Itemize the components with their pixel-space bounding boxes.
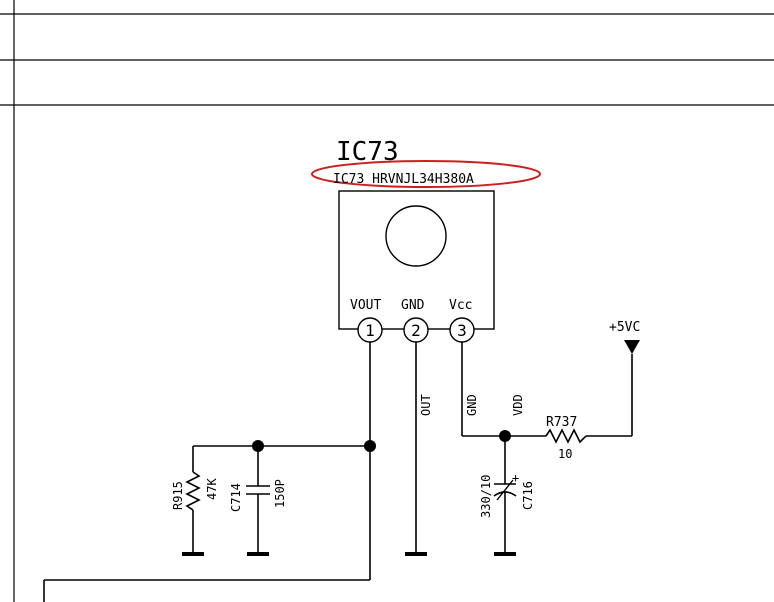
pin-number-1: 1 — [365, 321, 375, 340]
r737-value: 10 — [558, 447, 572, 461]
capacitor-c716[interactable] — [493, 436, 517, 556]
c716-value: 330/10 — [479, 475, 493, 518]
net-label-vdd: VDD — [511, 394, 525, 416]
c714-ref: C714 — [229, 483, 243, 512]
pin-number-3: 3 — [457, 321, 467, 340]
c716-ref: C716 — [521, 481, 535, 510]
pin-name-gnd: GND — [401, 298, 425, 313]
pin-3[interactable]: 3 — [449, 317, 475, 343]
pin-2[interactable]: 2 — [403, 317, 429, 343]
r737-ref: R737 — [546, 415, 577, 430]
ic-sensor-window — [385, 205, 447, 267]
capacitor-c714[interactable] — [246, 446, 270, 556]
r915-value: 47K — [205, 478, 219, 500]
supply-label: +5VC — [609, 320, 640, 335]
junction-dot — [364, 440, 376, 452]
gnd-net — [405, 342, 427, 556]
highlight-ellipse — [311, 160, 541, 188]
net-label-gnd: GND — [465, 394, 479, 416]
pin-1[interactable]: 1 — [357, 317, 383, 343]
resistor-r737[interactable] — [545, 354, 633, 444]
pin-name-vout: VOUT — [350, 298, 381, 313]
vout-net — [43, 342, 371, 602]
r915-ref: R915 — [171, 481, 185, 510]
pin-name-vcc: Vcc — [449, 298, 472, 313]
vcc-net — [461, 342, 546, 437]
power-arrow-icon — [624, 340, 640, 354]
ic-part-label: IC73 HRVNJL34H380A — [333, 172, 474, 187]
net-label-out: OUT — [419, 394, 433, 416]
c714-value: 150P — [273, 479, 287, 508]
c716-polarity: + — [512, 471, 519, 485]
resistor-r915[interactable] — [182, 446, 204, 556]
pin-number-2: 2 — [411, 321, 421, 340]
